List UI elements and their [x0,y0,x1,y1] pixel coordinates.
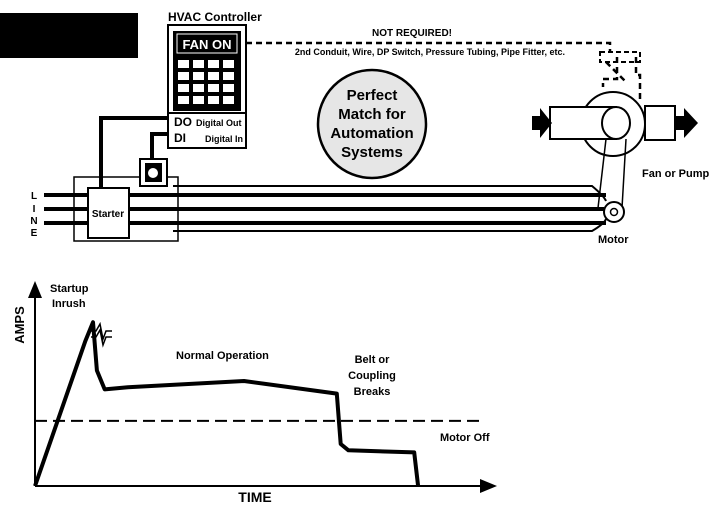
motor-label: Motor [598,234,629,246]
keypad-key [208,96,219,104]
di-label: DI [174,131,186,145]
keypad-key [208,72,219,80]
drive-belt [597,138,627,209]
annotation-belt-1: Belt or [355,354,391,366]
corner-block [0,13,138,58]
line-letter-l: L [31,191,37,202]
keypad-key [223,96,234,104]
annotation-belt-2: Coupling [348,370,396,382]
keypad-key [178,60,189,68]
keypad-key [223,60,234,68]
fan-outlet-arrow [674,108,698,138]
x-axis-arrowhead [480,479,497,493]
display-frame [176,33,238,54]
not-required-heading: NOT REQUIRED! [372,28,452,39]
dp-switch-icon [599,51,641,63]
annotation-belt-3: Breaks [354,386,391,398]
keypad-key [178,72,189,80]
fan-on-display: FAN ON [182,37,231,52]
keypad-key [223,84,234,92]
motor-shaft [609,207,619,217]
starter-box [87,187,130,239]
fan-pump [549,91,676,157]
do-wire [99,116,168,188]
keypad-key [193,96,204,104]
di-wire [150,132,168,162]
controller-title: HVAC Controller [168,10,262,24]
badge-line-1: Perfect [347,87,398,104]
annotation-motor-off: Motor Off [440,432,490,444]
y-axis-arrowhead [28,281,42,298]
line-letter-n: N [30,216,37,227]
amps-chart: AMPS TIME Startup Inrush Normal Operatio… [12,281,497,505]
automation-badge [316,68,428,180]
keypad-key [193,84,204,92]
keypad-key [208,60,219,68]
controller-keypad [178,60,234,104]
keypad-key [193,60,204,68]
line-letter-i: I [33,204,36,215]
annotation-startup-1: Startup [50,283,89,295]
hvac-controller: FAN ON DO Digital Out DI Digital In [167,24,247,149]
do-label: DO [174,115,192,129]
power-lines [44,193,606,225]
do-desc: Digital Out [196,118,242,128]
keypad-key [178,84,189,92]
current-trace [33,320,421,487]
line-letter-e: E [31,228,38,239]
not-required-path [246,41,642,103]
badge-line-2: Match for [338,106,406,123]
fan-label: Fan or Pump [642,168,710,180]
scale-break [91,321,112,348]
keypad-key [208,84,219,92]
keypad-key [223,72,234,80]
keypad-key [178,96,189,104]
x-axis-label: TIME [238,489,271,504]
annotation-normal: Normal Operation [176,350,269,362]
fan-inlet-arrow [532,108,552,138]
di-desc: Digital In [205,134,243,144]
badge-line-4: Systems [341,144,403,161]
annotation-startup-2: Inrush [52,298,86,310]
sensor-loop-lines [173,185,607,232]
starter-panel [73,176,179,242]
keypad-key [193,72,204,80]
badge-line-3: Automation [330,125,413,142]
current-sensor [139,158,168,187]
starter-label: Starter [92,209,124,220]
not-required-details: 2nd Conduit, Wire, DP Switch, Pressure T… [295,47,565,57]
y-axis-label: AMPS [12,306,27,344]
